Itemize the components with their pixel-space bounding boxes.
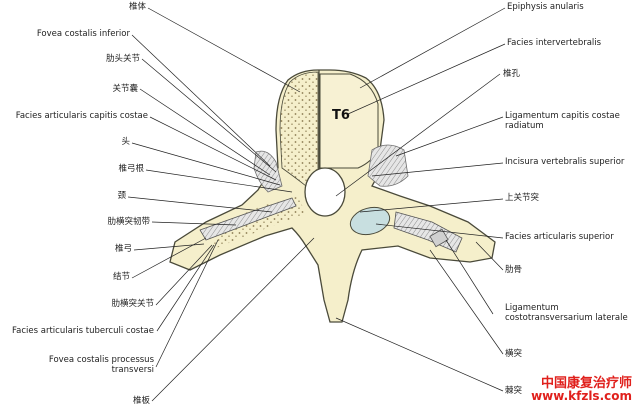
label-rib-neck: 颈: [117, 191, 126, 201]
watermark-title: 中国康复治疗师: [540, 376, 632, 391]
vertebra-level-label: T6: [332, 108, 350, 123]
label-facies-articularis-capitis-costae: Facies articularis capitis costae: [15, 111, 148, 121]
label-facies-articularis-tuberculi-costae: Facies articularis tuberculi costae: [12, 326, 154, 336]
cancellous-bone: [279, 71, 319, 187]
label-incisura-vertebralis-superior: Incisura vertebralis superior: [505, 157, 625, 167]
rib-neck-left: [199, 197, 297, 241]
label-facies-articularis-superior: Facies articularis superior: [505, 232, 614, 242]
radiate-ligament: [367, 144, 409, 187]
label-fovea-costalis-inferior: Fovea costalis inferior: [36, 29, 130, 39]
label-rib-head: 头: [121, 137, 130, 147]
superior-articular-facet: [349, 206, 391, 236]
label-rib: 肋骨: [505, 265, 523, 275]
label-ligamentum-costotransversarium-laterale: Ligamentum costotransversarium laterale: [505, 303, 628, 323]
label-vertebral-foramen: 椎孔: [503, 69, 521, 79]
label-costotransverse-joint: 肋横突关节: [111, 299, 154, 309]
label-epiphysis-anularis: Epiphysis anularis: [507, 2, 584, 12]
joint-capsule-left: [253, 150, 283, 193]
label-costotransverse-ligament: 肋横突韧带: [107, 217, 150, 227]
tubercle-facet-right: [429, 228, 449, 248]
label-fovea-costalis-processus-transversi: Fovea costalis processus transversi: [48, 355, 154, 375]
label-joint-of-rib-head: 肋头关节: [105, 54, 140, 64]
label-transverse-process: 横突: [505, 349, 523, 359]
label-ligamentum-capitis-costae-radiatum: Ligamentum capitis costae radiatum: [505, 111, 620, 131]
label-tubercle: 结节: [112, 272, 130, 282]
label-vertebral-body: 椎体: [128, 2, 146, 12]
vertebral-foramen: [304, 167, 346, 217]
label-vertebral-arch: 椎弓: [114, 244, 132, 254]
label-joint-capsule: 关节囊: [112, 84, 138, 94]
costotransverse-ligament-right: [393, 211, 463, 253]
label-superior-articular-process: 上关节突: [505, 193, 540, 203]
label-pedicle: 椎弓根: [118, 164, 144, 174]
label-spinous-process: 棘突: [505, 386, 523, 396]
leader-lines: [127, 7, 506, 402]
label-facies-intervertebralis: Facies intervertebralis: [507, 38, 602, 48]
label-lamina: 椎板: [132, 396, 150, 406]
watermark-url: www.kfzls.com: [531, 389, 632, 403]
